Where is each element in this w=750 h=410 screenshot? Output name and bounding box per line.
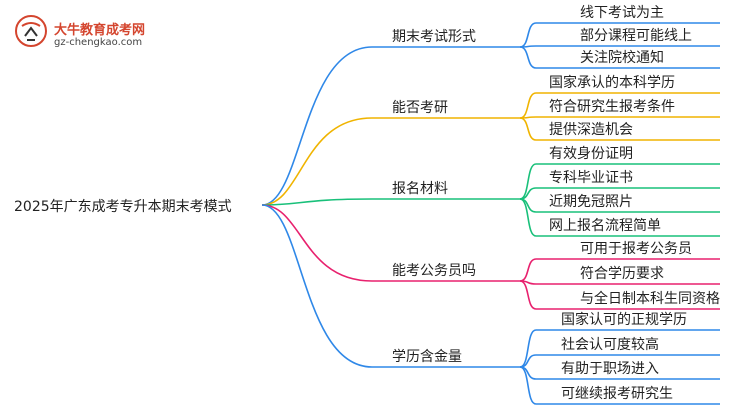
branch-child-connector	[519, 329, 537, 368]
leaf-label: 有效身份证明	[549, 146, 633, 162]
site-logo[interactable]: 大牛教育成考网 gz-chengkao.com	[14, 14, 164, 54]
leaf-label: 提供深造机会	[549, 122, 633, 138]
bull-logo-icon	[15, 15, 47, 47]
branch-child-connector	[519, 46, 537, 69]
branch-child-connector	[519, 280, 537, 310]
branch-child-connector	[519, 22, 537, 48]
leaf-label: 符合学历要求	[580, 266, 664, 282]
branch-label: 能否考研	[392, 100, 448, 116]
branch-label: 报名材料	[392, 181, 448, 197]
branch-child-connector	[519, 258, 537, 282]
leaf-label: 可继续报考研究生	[561, 386, 673, 402]
leaf-label: 国家承认的本科学历	[549, 75, 675, 91]
leaf-label: 可用于报考公务员	[580, 241, 692, 257]
leaf-label: 有助于职场进入	[561, 361, 659, 377]
branch-child-connector	[519, 198, 537, 237]
leaf-label: 关注院校通知	[580, 50, 664, 66]
root-branch-connector	[261, 204, 373, 282]
branch-child-connector	[519, 366, 537, 405]
leaf-label: 社会认可度较高	[561, 337, 659, 353]
root-branch-connector	[261, 198, 373, 206]
logo-url: gz-chengkao.com	[54, 37, 143, 48]
leaf-label: 线下考试为主	[580, 5, 664, 21]
leaf-label: 近期免冠照片	[549, 194, 633, 210]
root-topic: 2025年广东成考专升本期末考模式	[14, 199, 232, 215]
leaf-label: 专科毕业证书	[549, 170, 633, 186]
leaf-label: 网上报名流程简单	[549, 218, 661, 234]
branch-label: 学历含金量	[392, 349, 462, 365]
root-branch-connector	[261, 46, 373, 206]
branch-child-connector	[519, 117, 537, 141]
leaf-label: 与全日制本科生同资格	[580, 291, 720, 307]
leaf-label: 部分课程可能线上	[580, 28, 692, 44]
leaf-label: 国家认可的正规学历	[561, 312, 687, 328]
root-branch-connector	[261, 117, 373, 206]
root-branch-connector	[261, 204, 373, 368]
leaf-label: 符合研究生报考条件	[549, 99, 675, 115]
branch-child-connector	[519, 92, 537, 119]
branch-label: 期末考试形式	[392, 29, 476, 45]
branch-label: 能考公务员吗	[392, 263, 476, 279]
logo-title: 大牛教育成考网	[54, 23, 146, 38]
